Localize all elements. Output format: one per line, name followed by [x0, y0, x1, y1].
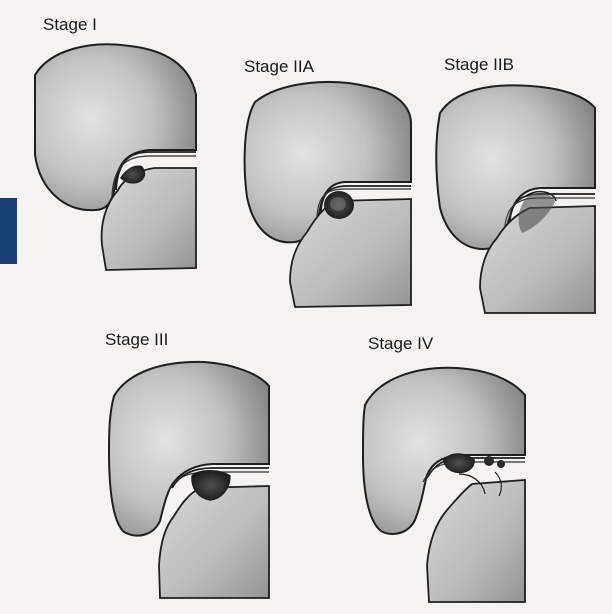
stage-2b-label: Stage IIB [444, 56, 514, 73]
stage-3-illustration [104, 356, 274, 598]
stage-3-label: Stage III [105, 331, 168, 348]
stage-2b-illustration [430, 78, 600, 318]
stage-2a-label: Stage IIA [244, 58, 314, 75]
stage-1-label: Stage I [43, 16, 97, 33]
stage-2a-illustration [235, 77, 415, 317]
blue-side-tab [0, 198, 17, 264]
stage-4-label: Stage IV [368, 335, 433, 352]
stage-4-illustration [357, 360, 529, 602]
stage-1-illustration [30, 40, 200, 280]
